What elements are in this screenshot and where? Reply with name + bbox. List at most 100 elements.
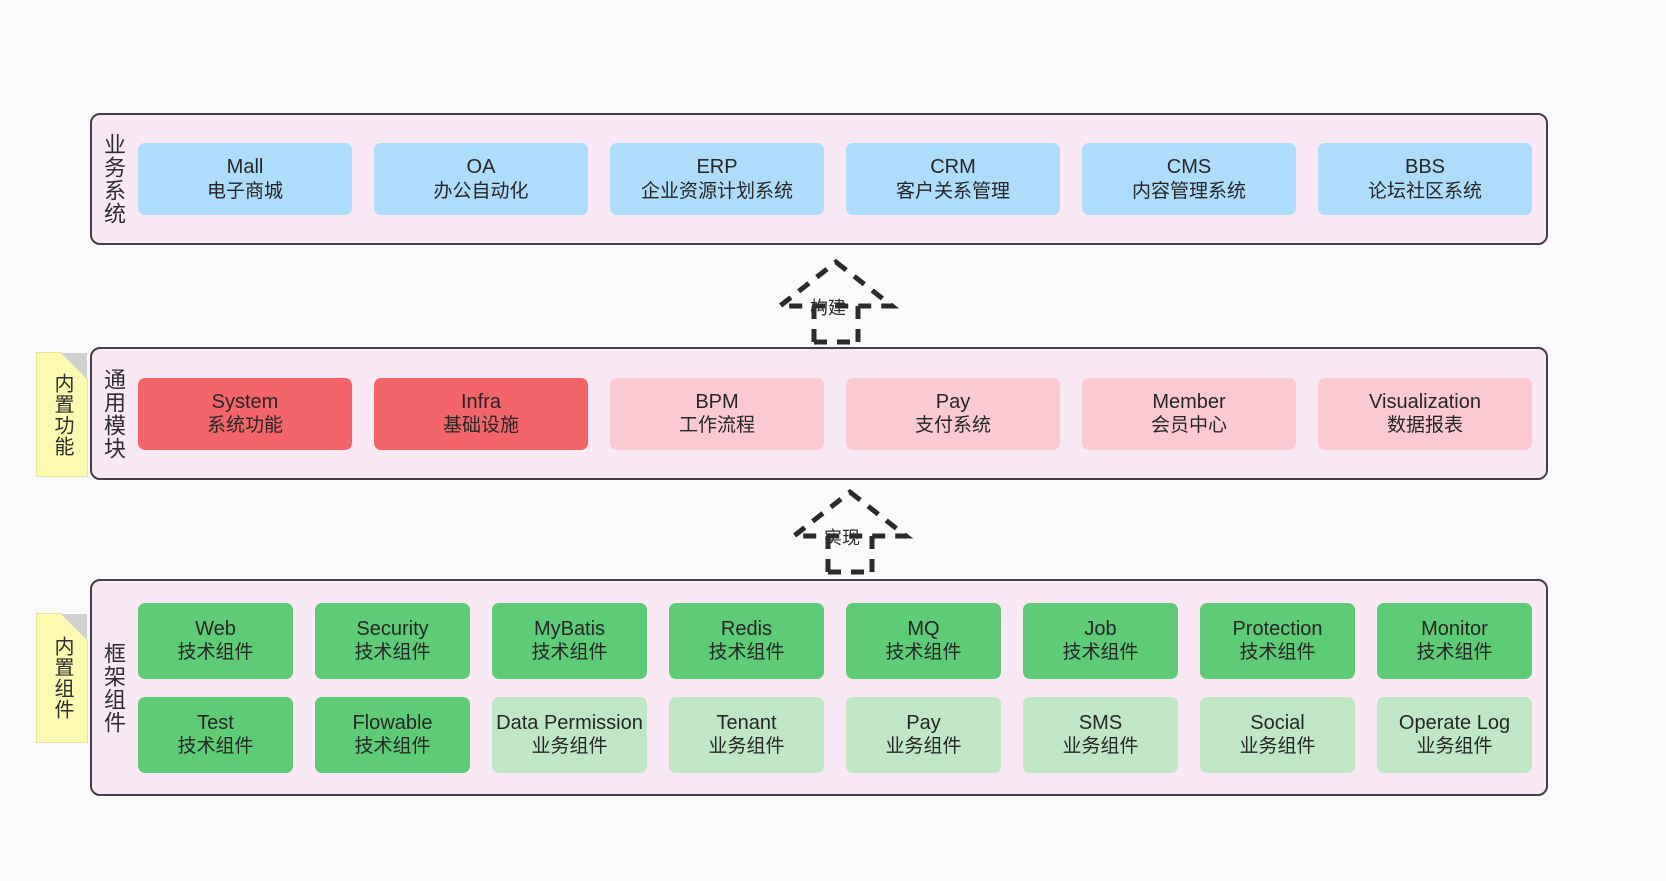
card-title: ERP [696,156,738,179]
card-title: SMS [1078,711,1123,734]
card-title: Monitor [1421,617,1488,640]
card-security[interactable]: Security 技术组件 [315,602,470,679]
card-title: Infra [460,390,502,413]
card-subtitle: 业务组件 [1416,736,1493,758]
card-grid-common-modules: System 系统功能 Infra 基础设施 BPM 工作流程 Pay 支付系统… [134,349,1546,478]
card-redis[interactable]: Redis 技术组件 [669,602,824,679]
card-grid-business-system: Mall 电子商城 OA 办公自动化 ERP 企业资源计划系统 CRM 客户关系… [134,115,1546,243]
card-mq[interactable]: MQ 技术组件 [846,602,1001,679]
card-flowable[interactable]: Flowable 技术组件 [315,696,470,773]
card-data-permission[interactable]: Data Permission 业务组件 [492,696,647,773]
card-title: CMS [1166,156,1212,179]
card-title: Security [356,617,429,640]
dashed-hollow-triangle-arrow-icon [786,488,914,575]
card-oa[interactable]: OA 办公自动化 [374,143,588,215]
connector-label-build: 构建 [810,298,846,318]
sticky-note-builtin-components: 内置组件 [36,613,88,743]
card-mybatis[interactable]: MyBatis 技术组件 [492,602,647,679]
card-row: Web 技术组件 Security 技术组件 MyBatis 技术组件 Redi… [138,602,1532,679]
card-title: BPM [695,390,739,413]
card-row: System 系统功能 Infra 基础设施 BPM 工作流程 Pay 支付系统… [138,377,1532,450]
card-subtitle: 论坛社区系统 [1367,180,1482,202]
card-infra[interactable]: Infra 基础设施 [374,377,588,450]
card-subtitle: 技术组件 [354,736,431,758]
card-cms[interactable]: CMS 内容管理系统 [1082,143,1296,215]
card-title: Mall [226,156,264,179]
card-subtitle: 技术组件 [1062,642,1139,664]
card-title: BBS [1404,156,1446,179]
card-subtitle: 技术组件 [708,642,785,664]
card-subtitle: 工作流程 [678,415,755,437]
card-operate-log[interactable]: Operate Log 业务组件 [1377,696,1532,773]
card-title: Tenant [716,711,777,734]
card-subtitle: 技术组件 [177,642,254,664]
card-title: CRM [930,156,976,179]
layer-common-modules: 通用模块 System 系统功能 Infra 基础设施 BPM 工作流程 Pay… [90,347,1548,480]
card-title: OA [466,156,496,179]
card-bbs[interactable]: BBS 论坛社区系统 [1318,143,1532,215]
card-title: Operate Log [1398,711,1511,734]
card-visualization[interactable]: Visualization 数据报表 [1318,377,1532,450]
card-title: Test [197,711,234,734]
card-subtitle: 技术组件 [885,642,962,664]
card-title: System [211,390,279,413]
sticky-note-label: 内置功能 [51,372,73,457]
card-subtitle: 客户关系管理 [895,180,1010,202]
card-tenant[interactable]: Tenant 业务组件 [669,696,824,773]
card-web[interactable]: Web 技术组件 [138,602,293,679]
card-subtitle: 业务组件 [531,736,608,758]
card-title: MyBatis [533,617,606,640]
card-pay-component[interactable]: Pay 业务组件 [846,696,1001,773]
card-title: Protection [1232,617,1323,640]
connector-label-implement: 实现 [824,528,860,548]
card-subtitle: 技术组件 [1239,642,1316,664]
layer-framework-components: 框架组件 Web 技术组件 Security 技术组件 MyBatis 技术组件… [90,579,1548,796]
card-system[interactable]: System 系统功能 [138,377,352,450]
card-title: Job [1084,617,1117,640]
card-subtitle: 内容管理系统 [1131,180,1246,202]
card-subtitle: 业务组件 [885,736,962,758]
card-monitor[interactable]: Monitor 技术组件 [1377,602,1532,679]
card-job[interactable]: Job 技术组件 [1023,602,1178,679]
card-title: Social [1250,711,1305,734]
card-subtitle: 技术组件 [1416,642,1493,664]
card-row: Mall 电子商城 OA 办公自动化 ERP 企业资源计划系统 CRM 客户关系… [138,143,1532,215]
card-subtitle: 办公自动化 [433,180,529,202]
card-crm[interactable]: CRM 客户关系管理 [846,143,1060,215]
card-member[interactable]: Member 会员中心 [1082,377,1296,450]
dashed-hollow-triangle-arrow-icon [772,258,900,345]
card-title: MQ [907,617,940,640]
card-pay-module[interactable]: Pay 支付系统 [846,377,1060,450]
card-social[interactable]: Social 业务组件 [1200,696,1355,773]
card-title: Data Permission [496,711,643,734]
card-bpm[interactable]: BPM 工作流程 [610,377,824,450]
card-mall[interactable]: Mall 电子商城 [138,143,352,215]
card-test[interactable]: Test 技术组件 [138,696,293,773]
connector-build: 构建 [756,258,916,345]
card-subtitle: 企业资源计划系统 [640,180,793,202]
card-subtitle: 基础设施 [442,415,519,437]
card-sms[interactable]: SMS 业务组件 [1023,696,1178,773]
card-subtitle: 数据报表 [1386,415,1463,437]
card-subtitle: 技术组件 [177,736,254,758]
layer-label-common-modules: 通用模块 [100,367,126,460]
card-erp[interactable]: ERP 企业资源计划系统 [610,143,824,215]
card-subtitle: 技术组件 [531,642,608,664]
card-subtitle: 系统功能 [206,415,283,437]
card-title: Member [1152,390,1226,413]
card-title: Web [195,617,236,640]
card-title: Redis [720,617,773,640]
card-subtitle: 技术组件 [354,642,431,664]
layer-label-framework-components: 框架组件 [100,641,126,734]
card-subtitle: 业务组件 [1239,736,1316,758]
sticky-note-builtin-features: 内置功能 [36,352,88,477]
sticky-note-label: 内置组件 [51,636,73,720]
card-grid-framework-components: Web 技术组件 Security 技术组件 MyBatis 技术组件 Redi… [134,581,1546,794]
connector-implement: 实现 [770,488,930,575]
card-subtitle: 业务组件 [708,736,785,758]
card-protection[interactable]: Protection 技术组件 [1200,602,1355,679]
card-subtitle: 电子商城 [206,180,283,202]
card-title: Visualization [1369,390,1481,413]
card-title: Pay [935,390,971,413]
